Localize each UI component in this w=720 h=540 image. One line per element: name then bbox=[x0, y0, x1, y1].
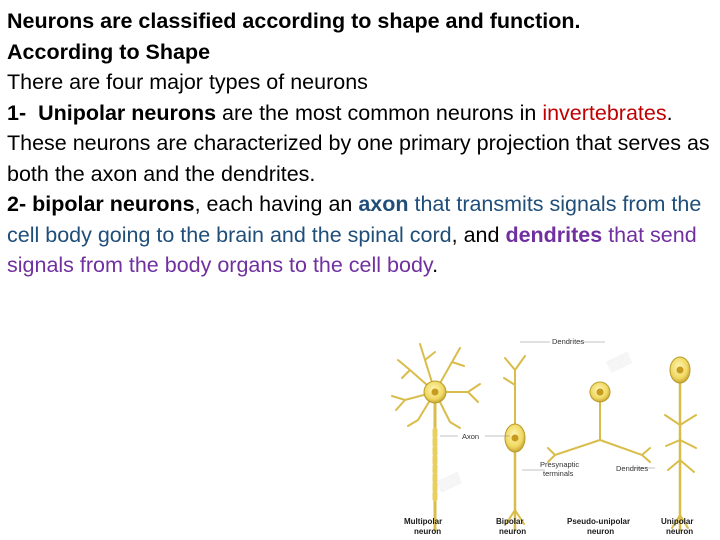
item-text: . bbox=[432, 253, 439, 277]
dendrites-description: that send signals from the body organs t… bbox=[7, 222, 697, 278]
term-bipolar: bipolar neurons bbox=[32, 192, 195, 216]
watermark-icon: ▒▒▒ bbox=[606, 351, 633, 373]
neuron-name: Pseudo-unipolar bbox=[567, 517, 630, 526]
neuron-name: Unipolar bbox=[661, 517, 693, 526]
item-text: , each having an bbox=[194, 192, 359, 216]
item-unipolar: 1- Unipolar neurons are the most common … bbox=[7, 98, 719, 190]
unipolar-neuron-icon bbox=[664, 356, 697, 532]
label-axon: Axon bbox=[462, 432, 479, 441]
neuron-name: neuron bbox=[587, 527, 614, 536]
label-terminals: terminals bbox=[543, 469, 574, 478]
intro-line: There are four major types of neurons bbox=[7, 70, 368, 94]
slide-subheading: According to Shape bbox=[7, 39, 211, 64]
slide-text: Neurons are classified according to shap… bbox=[7, 6, 719, 281]
item-text: . These neurons are characterized by one… bbox=[7, 100, 710, 186]
item-bipolar: 2- bipolar neurons, each having an axon … bbox=[7, 189, 719, 281]
term-dendrites[interactable]: dendrites bbox=[505, 222, 603, 247]
item-text: are the most common neurons in bbox=[216, 100, 543, 125]
neuron-name: Bipolar bbox=[496, 517, 524, 526]
term-unipolar: Unipolar neurons bbox=[38, 100, 217, 125]
neuron-name: neuron bbox=[414, 527, 441, 536]
label-leaders bbox=[440, 341, 655, 471]
label-dendrites: Dendrites bbox=[552, 337, 584, 346]
axon-description: that transmits signals from the cell bod… bbox=[7, 192, 702, 247]
neuron-types-figure: ▒▒▒ ▒▒▒ bbox=[391, 337, 697, 536]
watermark-icon: ▒▒▒ bbox=[436, 471, 463, 493]
pseudo-unipolar-neuron-icon bbox=[547, 381, 651, 463]
neuron-name: neuron bbox=[666, 527, 693, 536]
slide-heading: Neurons are classified according to shap… bbox=[7, 9, 581, 33]
bipolar-neuron-icon bbox=[503, 355, 526, 532]
neuron-name: neuron bbox=[499, 527, 526, 536]
multipolar-neuron-icon bbox=[391, 343, 481, 532]
label-presynaptic: Presynaptic bbox=[540, 460, 579, 469]
term-axon[interactable]: axon bbox=[358, 192, 409, 216]
neuron-name: Multipolar bbox=[404, 517, 442, 526]
item-number: 2- bbox=[7, 192, 27, 216]
label-dendrites-right: Dendrites bbox=[616, 464, 648, 473]
item-number: 1- bbox=[7, 100, 27, 125]
item-text: , and bbox=[451, 222, 506, 247]
link-invertebrates[interactable]: invertebrates bbox=[542, 100, 667, 125]
